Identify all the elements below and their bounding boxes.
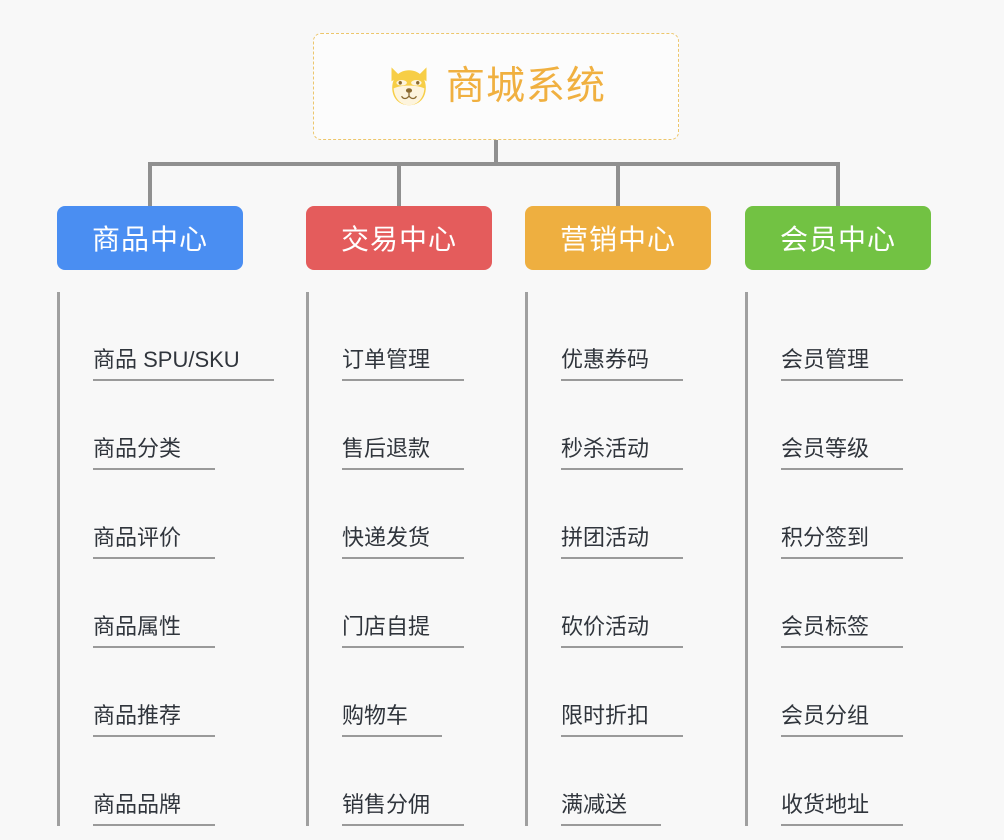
list-item[interactable]: 拼团活动 xyxy=(529,470,711,559)
connector-drop-2 xyxy=(397,162,401,208)
list-item[interactable]: 会员等级 xyxy=(749,381,931,470)
list-item[interactable]: 销售分佣 xyxy=(310,737,492,826)
list-item[interactable]: 会员管理 xyxy=(749,292,931,381)
child-label: 订单管理 xyxy=(342,346,465,381)
list-item[interactable]: 商品分类 xyxy=(61,381,243,470)
group-header-label: 交易中心 xyxy=(340,224,457,255)
list-item[interactable]: 优惠券码 xyxy=(529,292,711,381)
list-item[interactable]: 积分签到 xyxy=(749,470,931,559)
child-label: 商品评价 xyxy=(93,524,216,559)
group-children-1: 商品 SPU/SKU 商品分类 商品评价 商品属性 商品推荐 商品品牌 xyxy=(57,292,274,826)
child-label: 购物车 xyxy=(342,702,443,737)
list-item[interactable]: 订单管理 xyxy=(310,292,492,381)
group-header-1[interactable]: 商品中心 xyxy=(57,206,243,270)
group-column-商品中心: 商品中心 商品 SPU/SKU 商品分类 商品评价 商品属性 商品推荐 商品品牌 xyxy=(57,206,274,826)
child-label: 砍价活动 xyxy=(561,613,684,648)
child-label: 拼团活动 xyxy=(561,524,684,559)
group-header-3[interactable]: 营销中心 xyxy=(525,206,711,270)
group-children-3: 优惠券码 秒杀活动 拼团活动 砍价活动 限时折扣 满减送 xyxy=(525,292,711,826)
group-children-4: 会员管理 会员等级 积分签到 会员标签 会员分组 收货地址 xyxy=(745,292,931,826)
child-label: 门店自提 xyxy=(342,613,465,648)
child-label: 会员管理 xyxy=(781,346,904,381)
list-item[interactable]: 收货地址 xyxy=(749,737,931,826)
child-label: 秒杀活动 xyxy=(561,435,684,470)
child-label: 商品属性 xyxy=(93,613,216,648)
group-header-label: 营销中心 xyxy=(559,224,676,255)
connector-drop-4 xyxy=(836,162,840,208)
list-item[interactable]: 快递发货 xyxy=(310,470,492,559)
connector-drop-1 xyxy=(148,162,152,208)
list-item[interactable]: 购物车 xyxy=(310,648,492,737)
shiba-dog-icon xyxy=(391,66,427,105)
child-label: 销售分佣 xyxy=(342,791,465,826)
list-item[interactable]: 会员标签 xyxy=(749,559,931,648)
list-item[interactable]: 商品推荐 xyxy=(61,648,243,737)
child-label: 会员等级 xyxy=(781,435,904,470)
connector-root-stem xyxy=(494,140,498,165)
list-item[interactable]: 会员分组 xyxy=(749,648,931,737)
connector-drop-3 xyxy=(616,162,620,208)
list-item[interactable]: 商品属性 xyxy=(61,559,243,648)
list-item[interactable]: 满减送 xyxy=(529,737,711,826)
child-label: 商品推荐 xyxy=(93,702,216,737)
list-item[interactable]: 秒杀活动 xyxy=(529,381,711,470)
group-column-交易中心: 交易中心 订单管理 售后退款 快递发货 门店自提 购物车 销售分佣 xyxy=(306,206,492,826)
child-label: 快递发货 xyxy=(342,524,465,559)
child-label: 满减送 xyxy=(561,791,662,826)
child-label: 售后退款 xyxy=(342,435,465,470)
list-item[interactable]: 砍价活动 xyxy=(529,559,711,648)
group-children-2: 订单管理 售后退款 快递发货 门店自提 购物车 销售分佣 xyxy=(306,292,492,826)
child-label: 会员标签 xyxy=(781,613,904,648)
child-label: 商品分类 xyxy=(93,435,216,470)
group-header-label: 会员中心 xyxy=(779,224,896,255)
child-label: 会员分组 xyxy=(781,702,904,737)
group-header-label: 商品中心 xyxy=(91,224,208,255)
list-item[interactable]: 售后退款 xyxy=(310,381,492,470)
root-node[interactable]: 商城系统 xyxy=(313,33,679,140)
child-label: 限时折扣 xyxy=(561,702,684,737)
child-label: 商品 SPU/SKU xyxy=(93,346,274,381)
connector-horizontal-bus xyxy=(150,162,839,166)
child-label: 收货地址 xyxy=(781,791,904,826)
group-header-4[interactable]: 会员中心 xyxy=(745,206,931,270)
child-label: 积分签到 xyxy=(781,524,904,559)
group-column-营销中心: 营销中心 优惠券码 秒杀活动 拼团活动 砍价活动 限时折扣 满减送 xyxy=(525,206,711,826)
list-item[interactable]: 商品 SPU/SKU xyxy=(61,292,274,381)
group-header-2[interactable]: 交易中心 xyxy=(306,206,492,270)
list-item[interactable]: 门店自提 xyxy=(310,559,492,648)
list-item[interactable]: 商品评价 xyxy=(61,470,243,559)
list-item[interactable]: 限时折扣 xyxy=(529,648,711,737)
root-title: 商城系统 xyxy=(445,65,606,108)
child-label: 商品品牌 xyxy=(93,791,216,826)
group-column-会员中心: 会员中心 会员管理 会员等级 积分签到 会员标签 会员分组 收货地址 xyxy=(745,206,931,826)
list-item[interactable]: 商品品牌 xyxy=(61,737,243,826)
child-label: 优惠券码 xyxy=(561,346,684,381)
